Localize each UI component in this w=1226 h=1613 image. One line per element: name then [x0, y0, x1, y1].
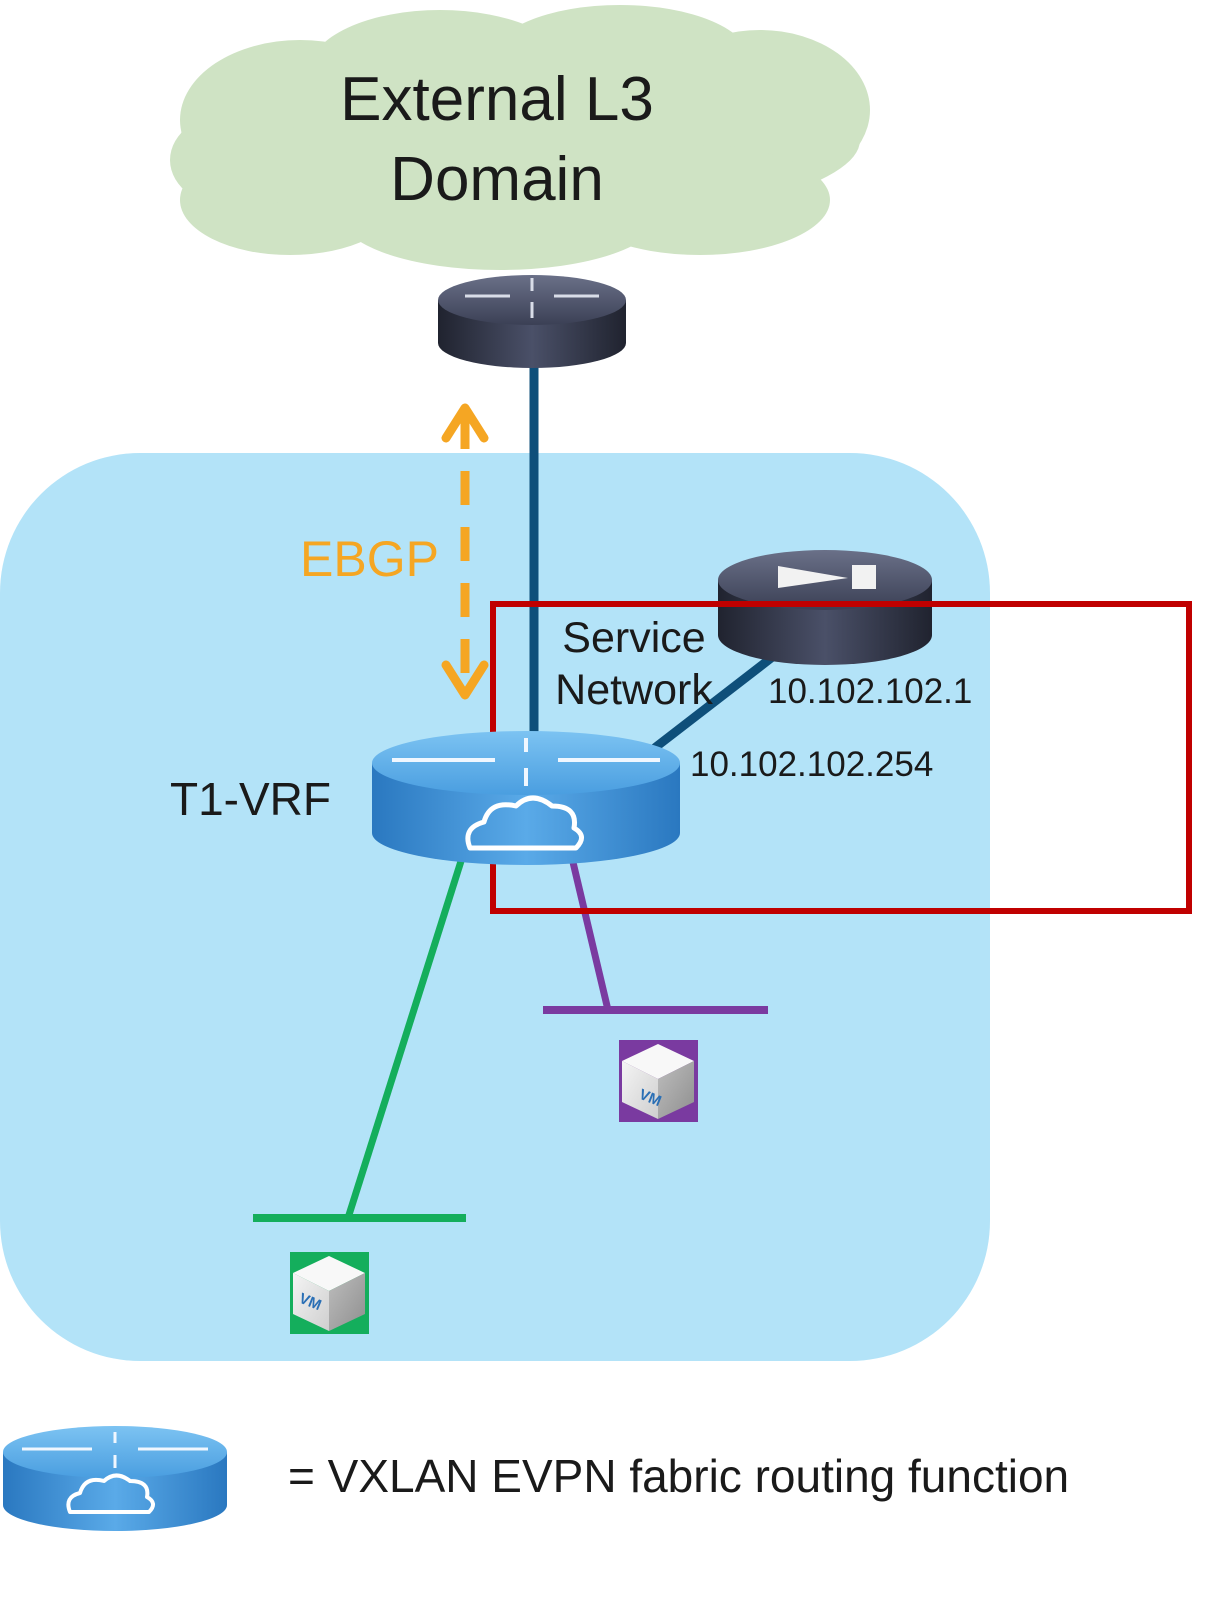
vrf-label: T1-VRF [170, 773, 331, 825]
service-link-line [649, 651, 778, 754]
fabric-router-cloud-icon [465, 795, 584, 851]
green-drop-line [344, 856, 466, 1220]
cloud-title-line2: Domain [390, 145, 604, 214]
cloud-title-line1: External L3 [340, 65, 654, 134]
legend-router-icon [3, 1426, 227, 1531]
purple-drop-line [568, 857, 612, 1011]
ebgp-arrow [441, 403, 489, 700]
legend-router-cloud-icon [66, 1473, 155, 1514]
vrf-ip-label: 10.102.102.254 [690, 745, 933, 784]
external-cloud [170, 5, 870, 270]
service-ip-label: 10.102.102.1 [768, 672, 972, 711]
service-network-label-line1: Service [562, 614, 705, 662]
green-vm-icon: VM [290, 1252, 369, 1334]
purple-vm-icon: VM [619, 1040, 698, 1122]
ebgp-label: EBGP [300, 531, 439, 587]
external-router-icon [438, 275, 626, 368]
fabric-router-icon [372, 731, 680, 865]
legend-text: = VXLAN EVPN fabric routing function [288, 1450, 1069, 1502]
service-network-label-line2: Network [555, 666, 713, 714]
service-appliance-icon [718, 550, 932, 665]
